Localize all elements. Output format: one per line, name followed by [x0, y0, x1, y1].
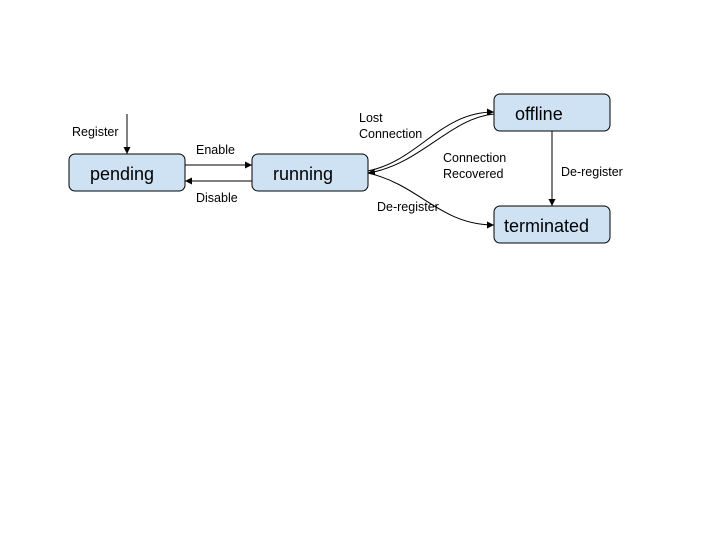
lost-connection-line-2: Connection: [359, 127, 422, 141]
state-running-label: running: [273, 164, 333, 184]
state-running: running: [251, 153, 369, 192]
state-terminated: terminated: [493, 205, 611, 244]
deregister-running-label: De-register: [377, 200, 439, 214]
deregister-running-arrow: [367, 172, 495, 229]
connection-recovered-line-1: Connection: [443, 151, 506, 165]
disable-label: Disable: [196, 191, 238, 205]
lost-connection-label: Lost Connection: [359, 111, 422, 141]
state-offline: offline: [493, 93, 611, 132]
state-offline-label: offline: [515, 104, 563, 124]
lost-connection-arrow: [367, 108, 495, 172]
state-terminated-label: terminated: [504, 216, 589, 236]
deregister-offline-label: De-register: [561, 165, 623, 179]
state-pending-label: pending: [90, 164, 154, 184]
enable-label: Enable: [196, 143, 235, 157]
connection-recovered-arrow: [367, 113, 495, 176]
register-label: Register: [72, 125, 119, 139]
lost-connection-line-1: Lost: [359, 111, 383, 125]
state-pending: pending: [68, 153, 186, 192]
connection-recovered-line-2: Recovered: [443, 167, 503, 181]
connection-recovered-label: Connection Recovered: [443, 151, 510, 181]
